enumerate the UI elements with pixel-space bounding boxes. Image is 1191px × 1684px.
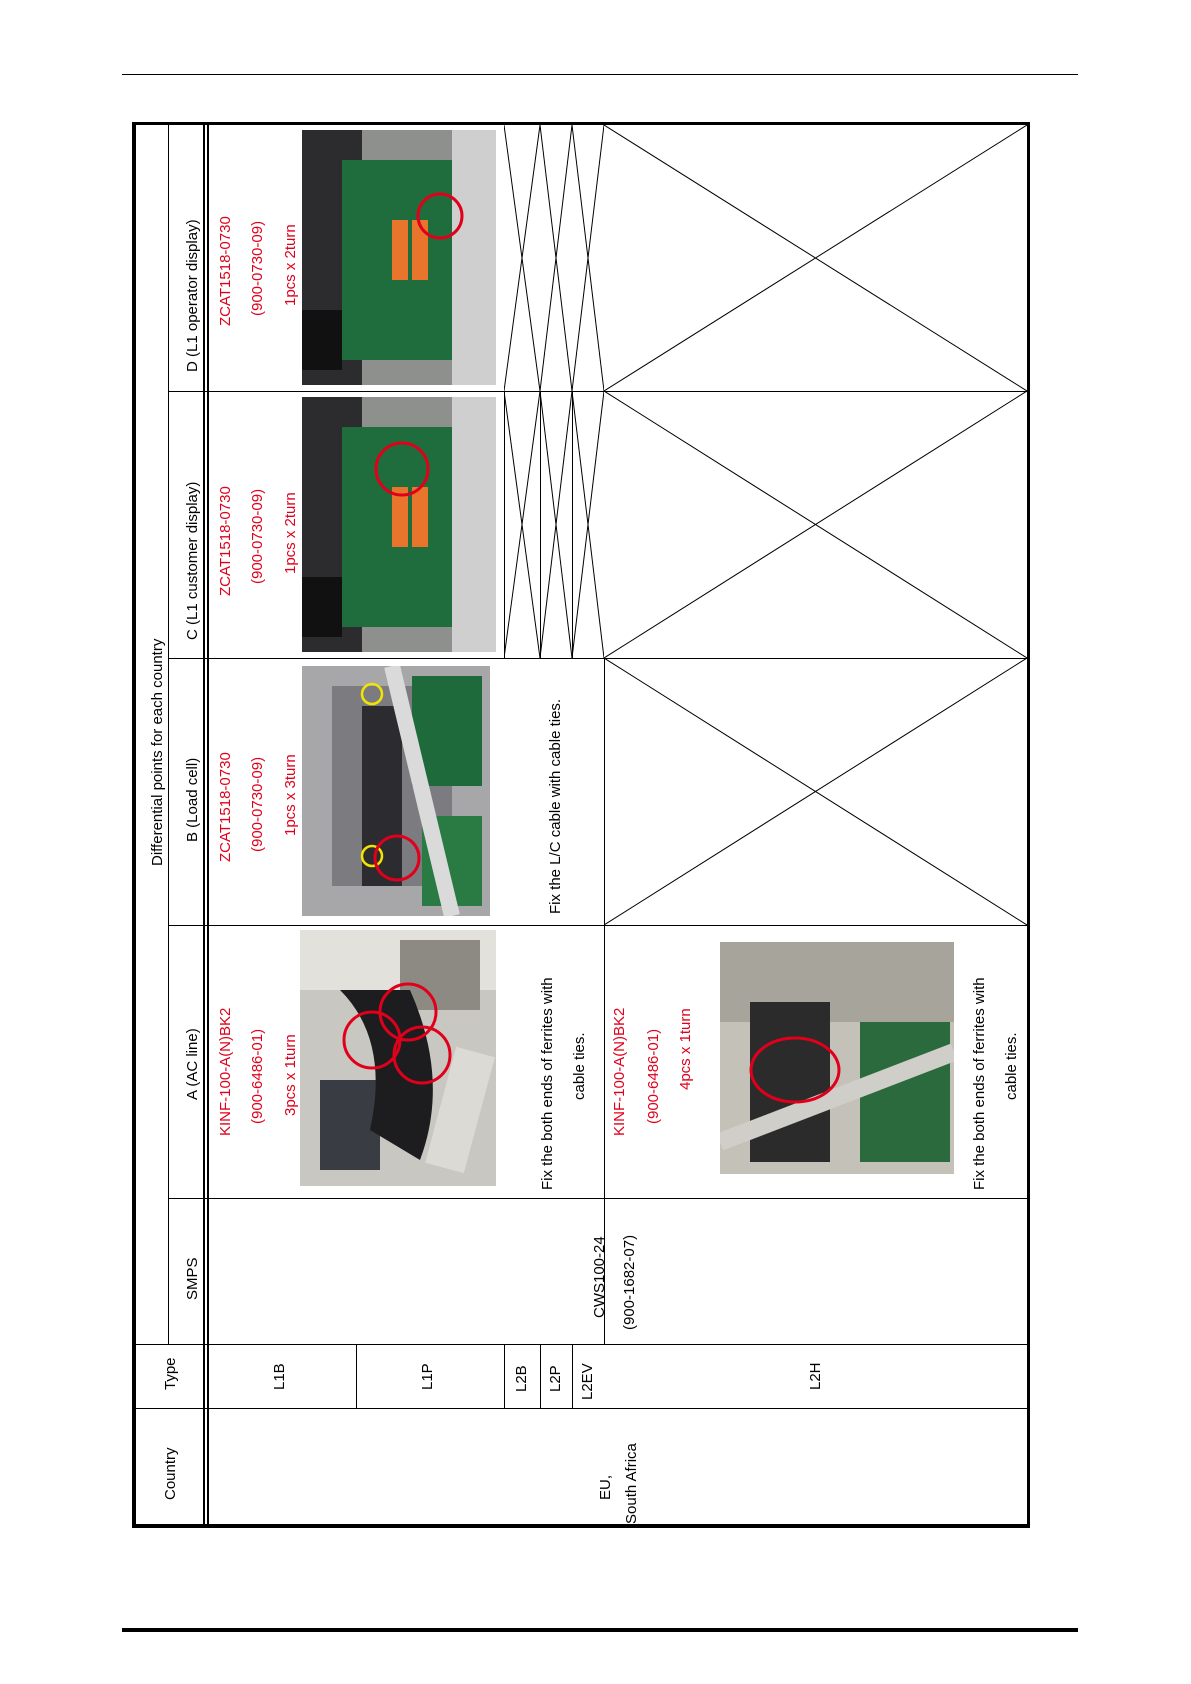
col-d-header: D (L1 operator display) — [184, 219, 201, 372]
na-cell-l2b-c — [504, 391, 540, 658]
na-cell-l2h-c — [604, 391, 1027, 658]
smps-code: (900-1682-07) — [621, 1234, 638, 1330]
a-l1-code: (900-6486-01) — [249, 1028, 266, 1124]
type-header: Type — [162, 1357, 179, 1390]
na-cell-l2p-c — [540, 391, 572, 658]
na-cell-l2ev-d — [572, 125, 604, 391]
b-l1-note: Fix the L/C cable with cable ties. — [547, 698, 564, 914]
smps-header: SMPS — [184, 1257, 201, 1300]
country-value-2: South Africa — [623, 1443, 640, 1524]
a-l2h-part: KINF-100-A(N)BK2 — [611, 1007, 628, 1136]
footer-rule — [122, 1628, 1078, 1632]
b-l1-qty: 1pcs x 3turn — [282, 754, 299, 836]
a-l1-photo — [300, 930, 496, 1186]
type-l1p: L1P — [419, 1363, 436, 1390]
smps-model: CWS100-24 — [591, 1236, 608, 1318]
col-b-header: B (Load cell) — [184, 757, 201, 842]
d-l1-qty: 1pcs x 2turn — [282, 224, 299, 306]
a-l1-note-2: cable ties. — [571, 1032, 588, 1100]
col-a-header: A (AC line) — [184, 1028, 201, 1100]
na-cell-l2h-b — [604, 658, 1027, 925]
a-l1-part: KINF-100-A(N)BK2 — [217, 1007, 234, 1136]
a-l2h-code: (900-6486-01) — [645, 1028, 662, 1124]
na-cell-l2b-d — [504, 125, 540, 391]
c-l1-code: (900-0730-09) — [249, 488, 266, 584]
type-l2p: L2P — [547, 1365, 564, 1392]
na-cell-l2ev-c — [572, 391, 604, 658]
country-value: EU, — [597, 1474, 614, 1500]
differential-title: Differential points for each country — [149, 638, 166, 866]
a-l2h-note-2: cable ties. — [1003, 1032, 1020, 1100]
header-rule — [122, 74, 1078, 75]
b-l1-code: (900-0730-09) — [249, 756, 266, 852]
type-l2h: L2H — [807, 1362, 824, 1390]
b-l1-part: ZCAT1518-0730 — [217, 752, 234, 862]
c-l1-part: ZCAT1518-0730 — [217, 486, 234, 596]
type-l1b: L1B — [271, 1363, 288, 1390]
d-l1-photo — [302, 130, 496, 385]
a-l1-qty: 3pcs x 1turn — [282, 1034, 299, 1116]
b-l1-photo — [302, 666, 490, 916]
country-header: Country — [162, 1447, 179, 1500]
a-l2h-note-1: Fix the both ends of ferrites with — [971, 977, 988, 1190]
col-c-header: C (L1 customer display) — [184, 481, 201, 640]
c-l1-qty: 1pcs x 2turn — [282, 492, 299, 574]
a-l2h-qty: 4pcs x 1turn — [677, 1008, 694, 1090]
a-l2h-photo — [720, 942, 954, 1174]
type-l2ev: L2EV — [579, 1363, 596, 1400]
na-cell-l2p-d — [540, 125, 572, 391]
d-l1-code: (900-0730-09) — [249, 220, 266, 316]
d-l1-part: ZCAT1518-0730 — [217, 216, 234, 326]
na-cell-l2h-d — [604, 125, 1027, 391]
c-l1-photo — [302, 397, 496, 652]
a-l1-note-1: Fix the both ends of ferrites with — [539, 977, 556, 1190]
type-l2b: L2B — [513, 1365, 530, 1392]
